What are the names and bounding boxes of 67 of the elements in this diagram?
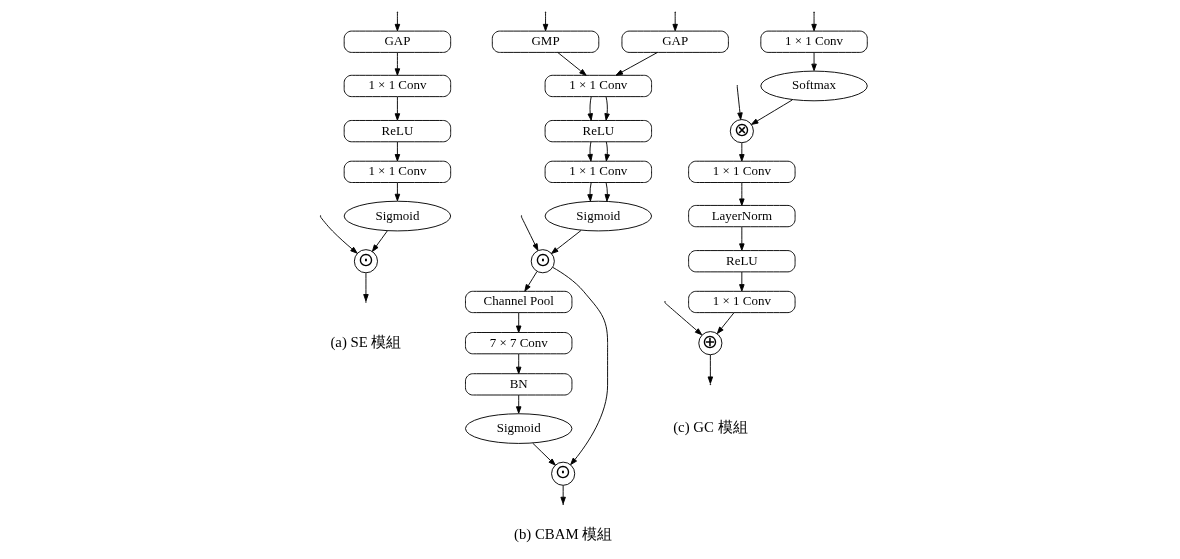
node-box: 1 × 1 Conv (688, 290, 796, 314)
node-box: 7 × 7 Conv (465, 332, 573, 355)
arrow (557, 52, 587, 76)
arrow (672, 12, 678, 32)
arrow (320, 216, 358, 254)
node-box: 1 × 1 Conv (544, 160, 653, 183)
arrow (394, 141, 401, 162)
arrow (521, 216, 539, 251)
arrow (371, 230, 388, 252)
node-ellipse: Softmax (760, 70, 868, 102)
node-ellipse: Sigmoid (544, 200, 653, 232)
arrow (394, 12, 401, 32)
arrow (587, 182, 593, 202)
arrow (739, 226, 745, 251)
arrow (615, 52, 658, 76)
arrow (542, 12, 549, 32)
arrow (604, 182, 611, 202)
arrow (551, 230, 582, 254)
node-box: ReLU (343, 120, 452, 143)
arrow (751, 99, 793, 125)
node-box: GMP (491, 30, 600, 53)
node-ellipse: Sigmoid (343, 200, 452, 232)
node-box: LayerNorm (688, 204, 796, 228)
arrow (515, 353, 522, 375)
node-box: 1 × 1 Conv (343, 74, 452, 98)
node-box: 1 × 1 Conv (760, 30, 868, 53)
node-box: GAP (343, 30, 452, 53)
arrow (739, 271, 745, 292)
arrow (560, 485, 566, 505)
arrow (515, 312, 522, 333)
arrow (604, 96, 610, 121)
arrow (811, 52, 817, 72)
arrow (515, 394, 522, 414)
label: (c) GC 模組 (673, 419, 748, 436)
arrow (587, 96, 593, 121)
arrow (363, 272, 369, 302)
label: (a) SE 模組 (330, 333, 402, 350)
node-circle: ⊙ (353, 249, 378, 274)
arrow (811, 12, 817, 32)
arrow (664, 302, 703, 336)
arrow (394, 182, 401, 202)
node-box: BN (465, 373, 573, 396)
node-box: 1 × 1 Conv (343, 160, 452, 183)
node-ellipse: Sigmoid (465, 413, 573, 444)
arrow (394, 96, 401, 121)
node-circle: ⊙ (530, 249, 555, 274)
label: (b) CBAM 模組 (514, 525, 613, 542)
arrow (587, 141, 593, 162)
node-box: Channel Pool (465, 290, 573, 314)
arrow (524, 271, 538, 292)
arrow (736, 86, 743, 120)
node-box: GAP (621, 30, 729, 53)
arrow (394, 52, 401, 76)
arrow (716, 312, 735, 334)
node-circle: ⊙ (551, 461, 576, 486)
node-box: 1 × 1 Conv (544, 74, 653, 98)
arrow (707, 354, 714, 384)
node-box: ReLU (688, 250, 796, 273)
arrow (604, 141, 610, 162)
node-box: 1 × 1 Conv (688, 160, 796, 183)
arrow (532, 442, 556, 466)
node-circle: ⊕ (698, 331, 723, 356)
node-circle: ⊗ (729, 119, 754, 144)
arrow (552, 267, 609, 466)
arrow (739, 182, 745, 206)
node-box: ReLU (544, 120, 653, 143)
arrow (739, 142, 745, 162)
